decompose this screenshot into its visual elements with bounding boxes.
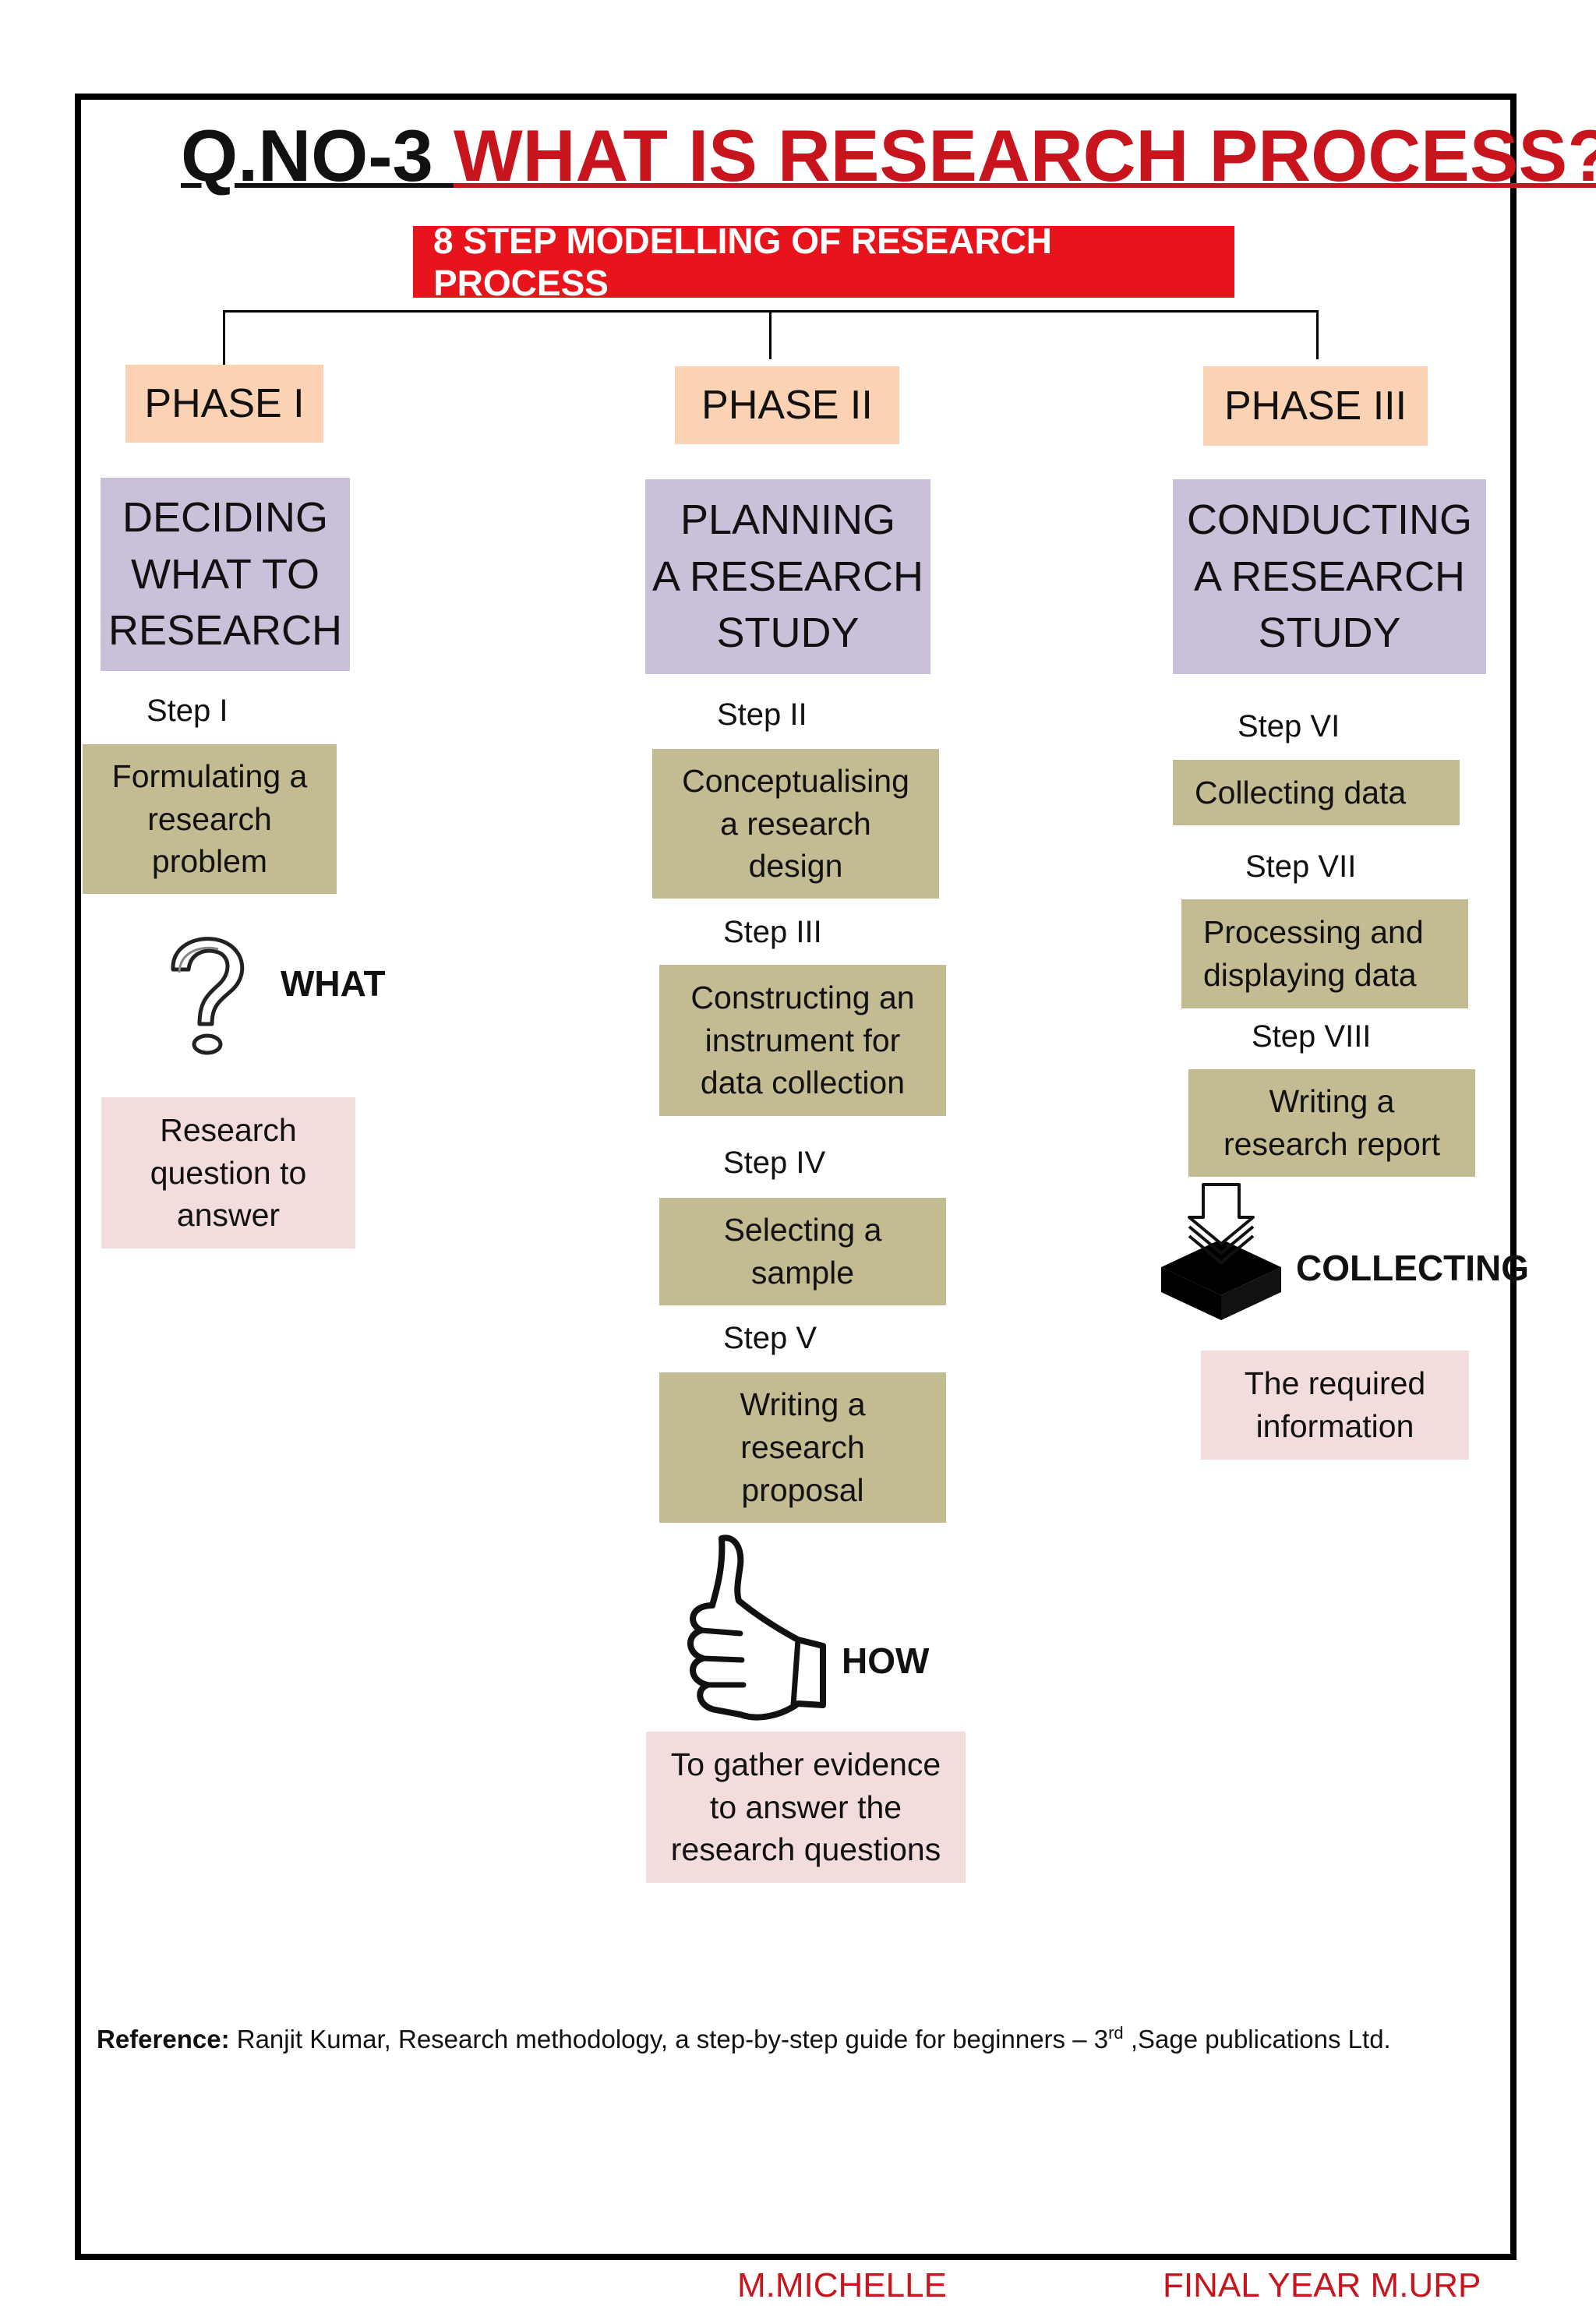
step-3-label: Step III (723, 915, 822, 949)
question-mark-icon (171, 937, 245, 1055)
reference-sup: rd (1108, 2023, 1124, 2043)
thumbs-up-icon (687, 1534, 826, 1721)
step-5-label: Step V (723, 1321, 817, 1355)
reference: Reference: Ranjit Kumar, Research method… (97, 2023, 1391, 2054)
step-7-label: Step VII (1245, 849, 1357, 884)
step-2-label: Step II (717, 697, 807, 732)
footer-course: FINAL YEAR M.URP (1163, 2266, 1481, 2304)
connector-phase1 (223, 310, 225, 365)
reference-text: Ranjit Kumar, Research methodology, a st… (229, 2025, 1109, 2054)
phase-2-label: PHASE II (675, 366, 899, 444)
reference-label: Reference: (97, 2025, 230, 2054)
connector-phase2 (769, 310, 772, 359)
connector-phase3 (1316, 310, 1319, 359)
step-6-box: Collecting data (1173, 760, 1460, 825)
keyword-collecting: COLLECTING (1296, 1248, 1529, 1288)
step-1-label: Step I (147, 694, 228, 728)
question-number: Q.NO-3 (181, 115, 454, 196)
subtitle-text: 8 STEP MODELLING OF RESEARCH PROCESS (433, 221, 1053, 303)
subtitle-banner: 8 STEP MODELLING OF RESEARCH PROCESS (413, 221, 1234, 303)
step-4-label: Step IV (723, 1146, 826, 1180)
footer-author: M.MICHELLE (737, 2266, 947, 2304)
title-main: WHAT IS RESEARCH PROCESS? (453, 115, 1596, 196)
page-title: Q.NO-3 WHAT IS RESEARCH PROCESS? (181, 115, 1596, 196)
step-8-label: Step VIII (1252, 1019, 1372, 1054)
phase-3-label: PHASE III (1203, 366, 1428, 446)
keyword-how: HOW (842, 1640, 930, 1681)
page-frame (75, 94, 1517, 2260)
reference-tail: ,Sage publications Ltd. (1123, 2025, 1391, 2054)
collect-arrow-icon (1161, 1183, 1281, 1320)
step-6-label: Step VI (1238, 709, 1340, 743)
keyword-what: WHAT (281, 963, 386, 1004)
phase-1-label: PHASE I (125, 365, 323, 443)
